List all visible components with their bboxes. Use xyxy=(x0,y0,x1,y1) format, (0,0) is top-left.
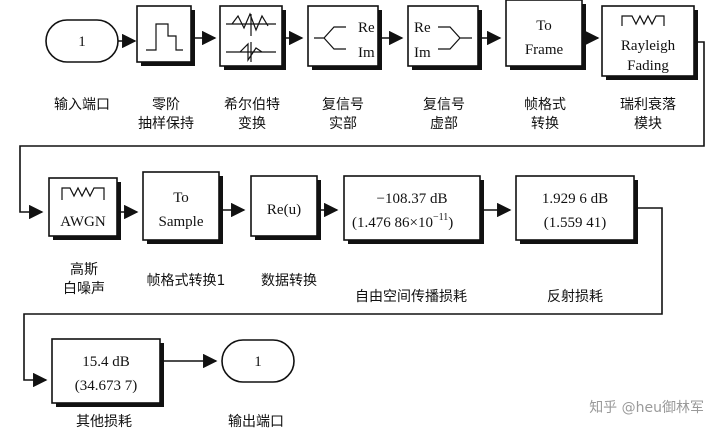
hilbert-label-line1: 希尔伯特 xyxy=(224,97,280,113)
to-sample-line1: To xyxy=(173,190,189,206)
re-u-label: 数据转换 xyxy=(261,272,317,289)
reflection-loss-block[interactable]: 1.929 6 dB (1.559 41) xyxy=(515,175,638,244)
input-port-block[interactable]: 1 xyxy=(45,19,119,63)
to-frame-block[interactable]: To Frame xyxy=(505,0,586,70)
imag-in-port-text: Im xyxy=(414,45,431,61)
noise-icon xyxy=(61,186,105,200)
real-in-port-text: Re xyxy=(414,20,431,36)
hilbert-label-line2: 变换 xyxy=(238,115,266,132)
zoh-label-line2: 抽样保持 xyxy=(138,116,194,132)
reflect-value-db: 1.929 6 dB xyxy=(542,191,608,207)
reim2-label-line1: 复信号 xyxy=(423,96,465,113)
wire-rayleigh-to-awgn xyxy=(19,41,705,220)
complex-split-icon xyxy=(314,26,346,50)
fspl-value-linear: (1.476 86×10−11) xyxy=(352,212,453,231)
awgn-label-line1: 高斯 xyxy=(70,261,98,278)
awgn-text: AWGN xyxy=(60,214,106,230)
hilbert-magnitude-icon xyxy=(226,12,276,36)
output-port-label: 输出端口 xyxy=(228,414,284,430)
reim2-label-line2: 虚部 xyxy=(430,116,458,132)
zoh-label-line1: 零阶 xyxy=(152,97,180,113)
to-frame-label-line1: 帧格式 xyxy=(524,97,566,113)
hilbert-transform-block[interactable] xyxy=(219,5,286,70)
other-loss-block[interactable]: 15.4 dB (34.673 7) xyxy=(51,338,164,407)
to-frame-line1: To xyxy=(536,18,552,34)
rayleigh-fading-block[interactable]: Rayleigh Fading xyxy=(601,5,698,80)
watermark: 知乎 @heu御林军 xyxy=(589,399,704,416)
reim-label-line1: 复信号 xyxy=(322,96,364,113)
re-u-text: Re(u) xyxy=(267,202,301,218)
awgn-block[interactable]: AWGN xyxy=(48,177,121,240)
real-port-text: Re xyxy=(358,20,375,36)
complex-to-real-u-block[interactable]: Re(u) xyxy=(250,175,321,240)
other-value-db: 15.4 dB xyxy=(82,354,130,370)
other-label: 其他损耗 xyxy=(76,414,132,430)
imag-port-text: Im xyxy=(358,45,375,61)
rayleigh-label-line2: 模块 xyxy=(634,116,662,132)
output-port-number: 1 xyxy=(254,354,262,370)
rayleigh-label-line1: 瑞利衰落 xyxy=(620,96,676,113)
wire-reflect-to-other xyxy=(23,207,663,388)
to-frame-label-line2: 转换 xyxy=(531,115,559,132)
to-sample-block[interactable]: To Sample xyxy=(142,171,223,244)
rayleigh-line2: Fading xyxy=(627,58,669,74)
rayleigh-line1: Rayleigh xyxy=(621,38,676,54)
input-port-label: 输入端口 xyxy=(54,97,110,113)
reim-label-line2: 实部 xyxy=(329,116,357,132)
complex-merge-icon xyxy=(438,26,472,50)
complex-to-real-block[interactable]: Re Im xyxy=(307,5,382,70)
free-space-path-loss-block[interactable]: −108.37 dB (1.476 86×10−11) xyxy=(343,175,484,244)
real-imag-to-complex-block[interactable]: Re Im xyxy=(407,5,482,70)
input-port-number: 1 xyxy=(78,34,86,50)
fading-pulse-icon xyxy=(621,14,665,26)
to-frame-line2: Frame xyxy=(525,42,564,58)
zoh-step-icon xyxy=(146,23,183,51)
reflect-label: 反射损耗 xyxy=(547,289,603,305)
awgn-label-line2: 白噪声 xyxy=(63,281,105,297)
zero-order-hold-block[interactable] xyxy=(136,5,195,66)
fspl-label: 自由空间传播损耗 xyxy=(355,289,467,305)
to-sample-line2: Sample xyxy=(159,214,204,230)
other-value-linear: (34.673 7) xyxy=(75,378,138,394)
reflect-value-linear: (1.559 41) xyxy=(544,215,607,231)
to-sample-label: 帧格式转换1 xyxy=(147,272,226,289)
output-port-block[interactable]: 1 xyxy=(221,339,295,383)
hilbert-phase-icon xyxy=(226,42,276,62)
fspl-value-db: −108.37 dB xyxy=(377,191,448,207)
